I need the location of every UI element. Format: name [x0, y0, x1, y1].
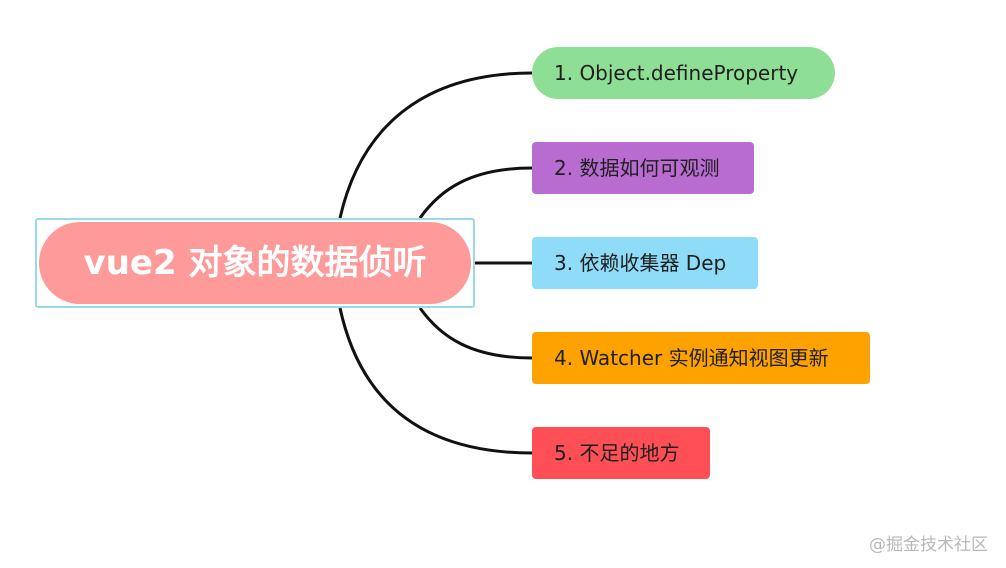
- root-node[interactable]: vue2 对象的数据侦听: [39, 222, 471, 304]
- connector-branch-5: [338, 307, 533, 455]
- branch-node-4[interactable]: 4. Watcher 实例通知视图更新: [532, 332, 870, 384]
- connector-branch-4: [418, 307, 533, 360]
- connector-branch-2: [418, 166, 533, 219]
- branch-node-1[interactable]: 1. Object.defineProperty: [532, 47, 835, 99]
- branch-node-3[interactable]: 3. 依赖收集器 Dep: [532, 237, 758, 289]
- branch-node-5[interactable]: 5. 不足的地方: [532, 427, 710, 479]
- root-node-selection-frame: [35, 218, 475, 308]
- watermark: @掘金技术社区: [869, 535, 988, 555]
- branch-node-2[interactable]: 2. 数据如何可观测: [532, 142, 754, 194]
- connector-branch-1: [338, 71, 533, 219]
